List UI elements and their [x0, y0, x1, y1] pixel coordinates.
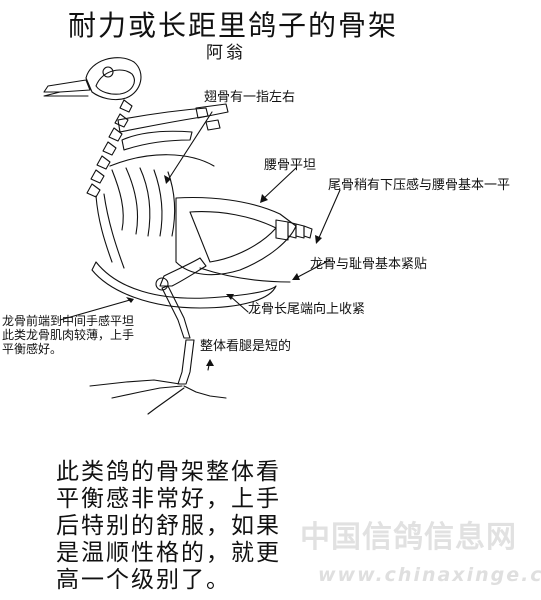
pointer-lines [59, 111, 341, 371]
label-keel-pubic: 龙骨与耻骨基本紧贴 [310, 257, 428, 272]
label-keel-front-line: 龙骨前端到中间手感平坦 [2, 314, 135, 328]
summary-line: 高一个级别了。 [56, 567, 231, 593]
label-keel-front-line: 此类龙骨肌肉较薄，上手 [2, 328, 135, 342]
tibia [161, 285, 191, 339]
pubis [199, 267, 291, 283]
wing-radius [121, 130, 193, 151]
tarsus [177, 339, 195, 385]
watermark-site-name: 中国信鸽信息网 [300, 520, 517, 555]
watermark-url: www.chinaxinge.com [318, 564, 541, 586]
label-keel-front-line: 平衡感好。 [2, 342, 63, 356]
wing-digit [195, 103, 229, 119]
keel-sternum [91, 261, 277, 309]
scapula [109, 154, 215, 167]
diagram-title: 耐力或长距里鸽子的骨架 [68, 9, 399, 42]
eye-socket [102, 66, 114, 78]
diagram-author: 阿翁 [206, 43, 246, 63]
pelvis-inner [189, 211, 277, 263]
toes [89, 379, 227, 415]
pointer-arrowheads [126, 175, 322, 366]
summary-text: 此类鸽的骨架整体看 平衡感非常好，上手 后特别的舒服，如果 是温顺性格的，就更 … [56, 459, 281, 594]
furcula [103, 193, 125, 269]
summary-line: 此类鸽的骨架整体看 [56, 459, 281, 485]
label-tail-bone: 尾骨稍有下压感与腰骨基本一平 [328, 178, 511, 193]
summary-line: 是温顺性格的，就更 [56, 540, 281, 566]
beak-lower [43, 91, 89, 97]
pelvis [175, 196, 297, 276]
label-keel-front: 龙骨前端到中间手感平坦 此类龙骨肌肉较薄，上手 平衡感好。 [2, 314, 182, 356]
beak-upper [43, 79, 91, 93]
summary-line: 后特别的舒服，如果 [56, 513, 281, 539]
skull [85, 57, 142, 101]
coracoid [95, 195, 113, 263]
skull-inner [95, 69, 135, 95]
wing-small-digit [205, 119, 221, 131]
femur [159, 257, 207, 287]
label-wing-bone: 翅骨有一指左右 [204, 90, 296, 105]
tail-vertebrae [275, 219, 313, 241]
knee-joint [155, 277, 169, 291]
summary-line: 平衡感非常好，上手 [56, 486, 281, 512]
wing-humerus [117, 107, 209, 133]
label-waist-bone: 腰骨平坦 [264, 158, 317, 173]
ribs [111, 167, 176, 237]
neck-vertebrae [86, 99, 133, 198]
label-short-legs: 整体看腿是短的 [200, 339, 292, 354]
label-keel-end: 龙骨长尾端向上收紧 [248, 302, 366, 317]
